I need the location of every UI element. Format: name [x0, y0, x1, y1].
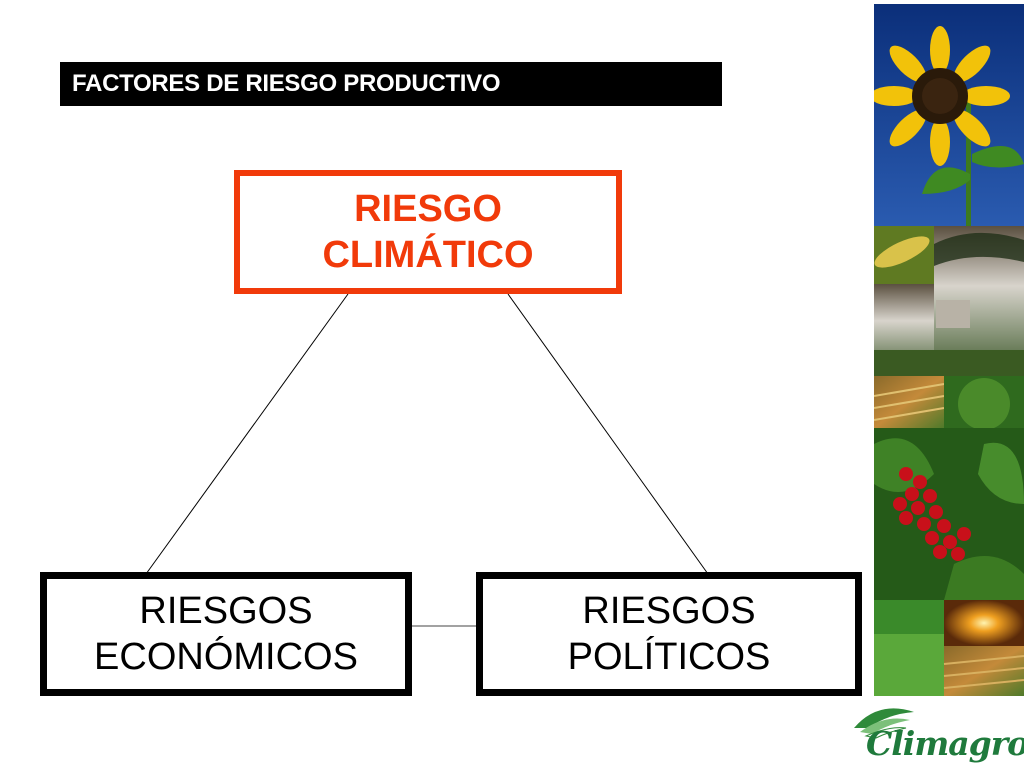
political-risk-line1: RIESGOS	[582, 590, 756, 632]
political-risk-line2: POLÍTICOS	[567, 636, 771, 678]
economic-risk-line2: ECONÓMICOS	[94, 636, 358, 678]
climatic-risk-line1: RIESGO	[354, 188, 502, 230]
connector-top-right	[507, 293, 709, 575]
page-title: FACTORES DE RIESGO PRODUCTIVO	[60, 62, 722, 106]
agriculture-collage-image	[874, 4, 1024, 696]
economic-risk-line1: RIESGOS	[139, 590, 313, 632]
leaf-icon	[854, 708, 914, 739]
connector-top-left	[145, 293, 349, 575]
logo-text: Climagro	[866, 724, 1024, 763]
climatic-risk-line2: CLIMÁTICO	[322, 234, 534, 276]
economic-risk-box: RIESGOS ECONÓMICOS	[40, 572, 412, 696]
climagro-logo: Climagro	[848, 698, 1024, 768]
political-risk-box: RIESGOS POLÍTICOS	[476, 572, 862, 696]
climatic-risk-box: RIESGO CLIMÁTICO	[234, 170, 622, 294]
